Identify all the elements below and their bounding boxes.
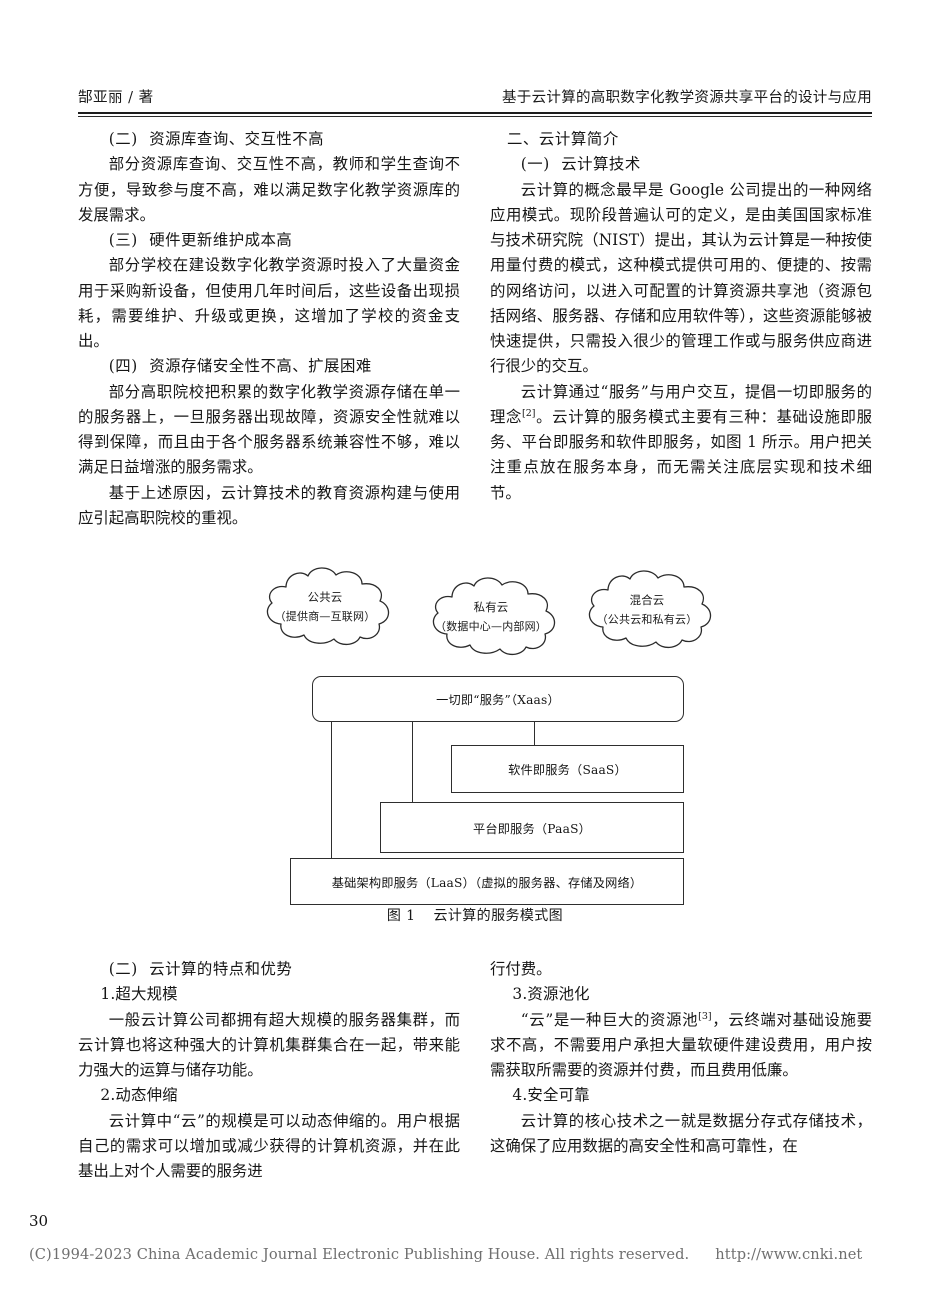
heading-text: 云计算的特点和优势	[149, 960, 293, 978]
cloud-outline-icon	[266, 567, 390, 646]
figure-caption: 图 1 云计算的服务模式图	[78, 905, 872, 925]
subheading-resource-pooling: 3.资源池化	[512, 985, 590, 1004]
subheading-mega-scale: 1.超大规模	[100, 985, 178, 1004]
para-text-before-ref: 云计算通过“服务”与用户交互，提倡一切即服务的理念	[490, 382, 872, 426]
heading-hardware-cost: (三) 硬件更新维护成本高	[78, 228, 460, 253]
header-rule-thin	[78, 116, 872, 117]
right-column-top: 二、云计算简介 (一) 云计算技术 云计算的概念最早是 Google 公司提出的一…	[490, 127, 872, 506]
cloud-label-line1: 私有云	[473, 600, 509, 614]
connector-line-left	[331, 721, 333, 860]
heading-resource-query: (二) 资源库查询、交互性不高	[78, 127, 460, 152]
heading-text: 云计算技术	[561, 155, 641, 174]
reference-marker: [3]	[698, 1010, 712, 1022]
paragraph-secure-reliable: 云计算的核心技术之一就是数据分存式存储技术，这确保了应用数据的高安全性和高可靠性…	[490, 1111, 872, 1155]
paragraph-cloud-service-models: 云计算通过“服务”与用户交互，提倡一切即服务的理念[2]。云计算的服务模式主要有…	[490, 380, 872, 506]
paragraph-mega-scale: 一般云计算公司都拥有超大规模的服务器集群，而云计算也将这种强大的计算机集群集合在…	[78, 1010, 460, 1080]
heading-cloud-technology: (一) 云计算技术	[490, 152, 872, 177]
xaas-layer-box: 一切即“服务”（Xaas）	[312, 676, 684, 722]
iaas-layer-box: 基础架构即服务（LaaS）（虚拟的服务器、存储及网络）	[290, 858, 684, 905]
paragraph-storage-security: 部分高职院校把积累的数字化教学资源存储在单一的服务器上，一旦服务器出现故障，资源…	[78, 382, 460, 477]
section-heading-cloud-intro: 二、云计算简介	[506, 130, 619, 148]
para-text-after-ref: ，云终端对基础设施要求不高，不需要用户承担大量软硬件建设费用，用户按需获取所需要…	[490, 1010, 872, 1080]
connector-line-middle	[412, 721, 414, 804]
paragraph-resource-query: 部分资源库查询、交互性不高，教师和学生查询不方便，导致参与度不高，难以满足数字化…	[78, 155, 460, 224]
right-column-bottom: 行付费。 3.资源池化 “云”是一种巨大的资源池[3]，云终端对基础设施要求不高…	[490, 957, 872, 1159]
running-head-title: 基于云计算的高职数字化教学资源共享平台的设计与应用	[502, 90, 872, 106]
cloud-outline-icon	[432, 577, 556, 656]
para-text-before-ref: “云”是一种巨大的资源池	[520, 1010, 699, 1029]
hybrid-cloud-shape: 混合云 （公共云和私有云）	[574, 566, 720, 650]
cnki-url: http://www.cnki.net	[715, 1246, 863, 1263]
paragraph-hardware-cost: 部分学校在建设数字化教学资源时投入了大量资金用于采购新设备，但使用几年时间后，这…	[78, 256, 460, 351]
connector-line-right	[534, 721, 536, 747]
heading-marker: (四)	[108, 357, 138, 376]
running-head-author: 郜亚丽 / 著	[78, 90, 154, 106]
paragraph-cloud-definition: 云计算的概念最早是 Google 公司提出的一种网络应用模式。现阶段普遍认可的定…	[490, 180, 872, 376]
figure-caption-number: 图 1	[386, 908, 416, 924]
subheading-secure-reliable: 4.安全可靠	[512, 1086, 590, 1105]
page-number: 30	[29, 1212, 49, 1230]
copyright-notice: (C)1994-2023 China Academic Journal Elec…	[29, 1246, 921, 1263]
subheading-dynamic-scaling: 2.动态伸缩	[100, 1086, 178, 1105]
cloud-label-line2: （公共云和私有云）	[596, 613, 698, 626]
heading-marker: (二)	[108, 130, 138, 148]
heading-marker: (一)	[520, 155, 550, 174]
xaas-layer-label: 一切即“服务”（Xaas）	[436, 693, 560, 707]
saas-layer-label: 软件即服务（SaaS）	[508, 763, 627, 777]
saas-layer-box: 软件即服务（SaaS）	[451, 745, 684, 793]
paragraph-continuation: 行付费。	[490, 960, 552, 978]
cloud-label-line1: 公共云	[307, 590, 343, 604]
cloud-label-line1: 混合云	[629, 593, 665, 607]
figure-cloud-service-model: 公共云 （提供商—互联网） 私有云 （数据中心—内部网） 混合云 （公共云和私有…	[78, 555, 872, 950]
heading-text: 资源存储安全性不高、扩展困难	[149, 357, 372, 376]
paas-layer-label: 平台即服务（PaaS）	[472, 821, 592, 836]
paragraph-resource-pooling: “云”是一种巨大的资源池[3]，云终端对基础设施要求不高，不需要用户承担大量软硬…	[490, 1008, 872, 1084]
cloud-outline-icon	[588, 570, 712, 649]
cloud-label-line2: （提供商—互联网）	[274, 610, 376, 623]
heading-text: 硬件更新维护成本高	[149, 231, 293, 250]
cloud-label-line2: （数据中心—内部网）	[435, 620, 547, 633]
copyright-text: (C)1994-2023 China Academic Journal Elec…	[29, 1246, 690, 1263]
left-column-bottom: (二) 云计算的特点和优势 1.超大规模 一般云计算公司都拥有超大规模的服务器集群…	[78, 957, 460, 1184]
iaas-layer-label: 基础架构即服务（LaaS）（虚拟的服务器、存储及网络）	[331, 875, 643, 890]
figure-caption-text: 云计算的服务模式图	[433, 908, 564, 924]
header-rule-thick	[78, 112, 872, 114]
paragraph-conclusion: 基于上述原因，云计算技术的教育资源构建与使用应引起高职院校的重视。	[78, 483, 460, 527]
heading-marker: (二)	[108, 960, 138, 978]
paragraph-dynamic-scaling: 云计算中“云”的规模是可以动态伸缩的。用户根据自己的需求可以增加或减少获得的计算…	[78, 1111, 460, 1181]
running-head: 郜亚丽 / 著 基于云计算的高职数字化教学资源共享平台的设计与应用	[78, 86, 872, 120]
reference-marker: [2]	[522, 407, 536, 419]
left-column-top: (二) 资源库查询、交互性不高 部分资源库查询、交互性不高，教师和学生查询不方便，…	[78, 127, 460, 531]
private-cloud-shape: 私有云 （数据中心—内部网）	[418, 573, 564, 657]
heading-storage-security: (四) 资源存储安全性不高、扩展困难	[78, 354, 460, 379]
heading-text: 资源库查询、交互性不高	[149, 130, 325, 148]
heading-cloud-features: (二) 云计算的特点和优势	[78, 957, 460, 982]
heading-marker: (三)	[108, 231, 138, 250]
paas-layer-box: 平台即服务（PaaS）	[380, 802, 684, 853]
para-text-after-ref: 。云计算的服务模式主要有三种：基础设施即服务、平台即服务和软件即服务，如图 1 …	[490, 407, 872, 502]
public-cloud-shape: 公共云 （提供商—互联网）	[252, 563, 398, 647]
